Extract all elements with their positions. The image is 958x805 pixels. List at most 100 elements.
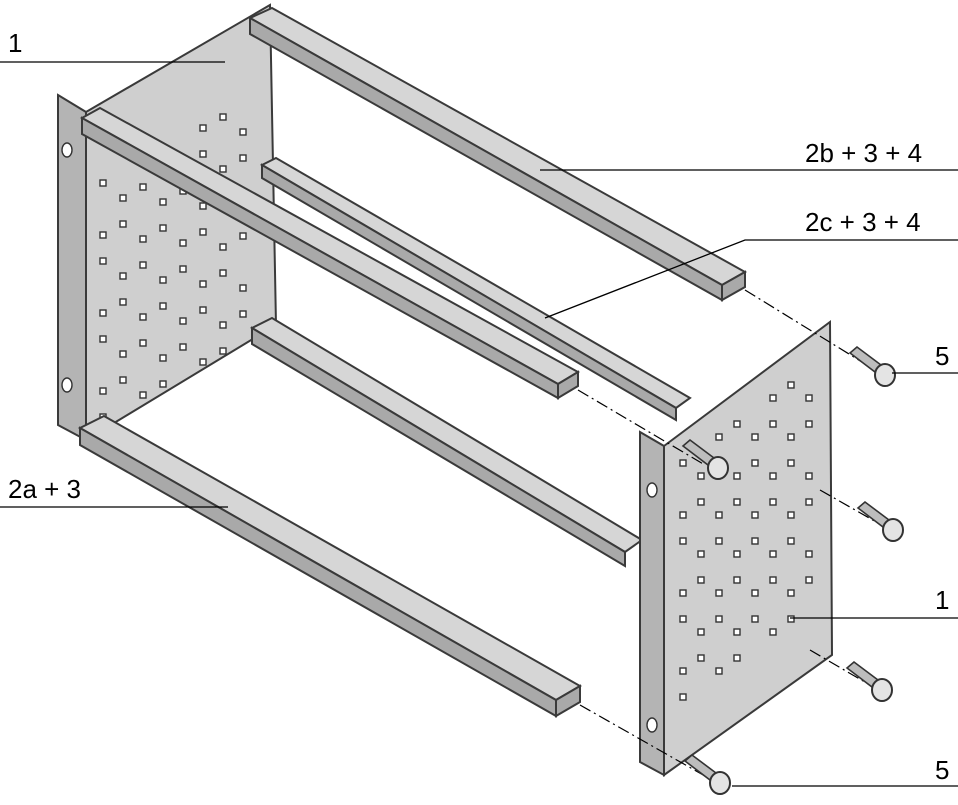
panel-hole <box>219 243 227 251</box>
panel-hole <box>787 615 795 623</box>
rail-2a <box>77 414 583 718</box>
leader-2c <box>544 239 958 319</box>
panel-hole <box>179 265 187 273</box>
panel-hole <box>733 472 741 480</box>
rail-2a-end-face <box>555 684 581 718</box>
panel-hole <box>805 472 813 480</box>
panel-hole <box>99 231 107 239</box>
panel-hole <box>219 113 227 121</box>
panel-hole <box>119 350 127 358</box>
panel-hole <box>733 420 741 428</box>
panel-hole <box>139 261 147 269</box>
panel-hole <box>787 511 795 519</box>
panel-hole <box>119 376 127 384</box>
panel-hole <box>199 358 207 366</box>
panel-hole <box>199 280 207 288</box>
panel-hole <box>679 589 687 597</box>
panel-hole <box>179 317 187 325</box>
panel-hole <box>199 150 207 158</box>
label-part-2c: 2c + 3 + 4 <box>805 207 921 237</box>
panel-hole <box>769 628 777 636</box>
panel-hole <box>751 433 759 441</box>
panel-hole <box>787 589 795 597</box>
panel-hole <box>219 165 227 173</box>
panel-hole <box>715 589 723 597</box>
panel-hole <box>99 387 107 395</box>
panel-hole <box>119 272 127 280</box>
panel-hole <box>697 628 705 636</box>
panel-hole <box>239 128 247 136</box>
panel-hole <box>679 511 687 519</box>
panel-hole <box>715 667 723 675</box>
panel-hole <box>697 550 705 558</box>
panel-hole <box>769 498 777 506</box>
panel-hole <box>787 459 795 467</box>
panel-hole <box>787 537 795 545</box>
panel-hole <box>751 589 759 597</box>
panel-hole <box>733 654 741 662</box>
screw-head <box>707 456 729 480</box>
label-part-5-top: 5 <box>935 341 949 371</box>
panel-hole <box>679 615 687 623</box>
panel-hole <box>679 459 687 467</box>
panel-hole <box>139 391 147 399</box>
panel-hole <box>769 472 777 480</box>
panel-hole <box>769 394 777 402</box>
panel-hole <box>239 232 247 240</box>
label-part-1-right: 1 <box>935 585 949 615</box>
panel-hole <box>239 310 247 318</box>
alignment-lines <box>577 289 886 781</box>
screw-head <box>709 771 731 795</box>
panel-hole <box>715 615 723 623</box>
alignment-line-2b <box>744 289 876 371</box>
panel-hole <box>99 179 107 187</box>
rail-middle <box>259 156 692 422</box>
right-side-panel <box>639 320 834 777</box>
panel-hole <box>159 276 167 284</box>
panel-hole <box>159 224 167 232</box>
right-panel-plate <box>663 320 834 777</box>
rail-2c <box>79 106 581 400</box>
rail-bottom-rear-side-face <box>251 326 626 568</box>
panel-hole <box>733 628 741 636</box>
panel-hole <box>139 235 147 243</box>
rail-2c-end-face <box>557 370 579 400</box>
panel-hole <box>805 420 813 428</box>
label-part-2a: 2a + 3 <box>8 474 81 504</box>
panel-hole <box>751 537 759 545</box>
panel-hole <box>697 654 705 662</box>
panel-hole <box>199 124 207 132</box>
panel-hole <box>219 269 227 277</box>
panel-hole <box>805 394 813 402</box>
right-flange-slot-top <box>646 482 658 498</box>
panel-hole <box>751 511 759 519</box>
panel-hole <box>733 550 741 558</box>
callout-labels: 1 2b + 3 + 4 2c + 3 + 4 5 2a + 3 1 5 <box>8 28 949 785</box>
panel-hole <box>715 433 723 441</box>
label-part-1-top: 1 <box>8 28 22 58</box>
rail-middle-side-face <box>261 163 677 422</box>
panel-hole <box>697 576 705 584</box>
alignment-line-2c <box>577 389 706 466</box>
panel-hole <box>179 239 187 247</box>
panel-hole <box>179 343 187 351</box>
panel-hole <box>715 511 723 519</box>
panel-hole <box>159 302 167 310</box>
panel-hole <box>99 309 107 317</box>
panel-hole <box>679 667 687 675</box>
leader-lines <box>0 61 958 787</box>
panel-hole <box>219 347 227 355</box>
left-flange-slot-top <box>61 142 73 158</box>
panel-hole <box>769 420 777 428</box>
panel-hole <box>679 537 687 545</box>
alignment-line-2a <box>579 704 713 781</box>
panel-hole <box>805 498 813 506</box>
panel-hole <box>787 381 795 389</box>
panel-hole <box>159 354 167 362</box>
panel-hole <box>159 380 167 388</box>
panel-hole <box>751 615 759 623</box>
panel-hole <box>239 284 247 292</box>
panel-hole <box>139 339 147 347</box>
panel-hole <box>697 472 705 480</box>
